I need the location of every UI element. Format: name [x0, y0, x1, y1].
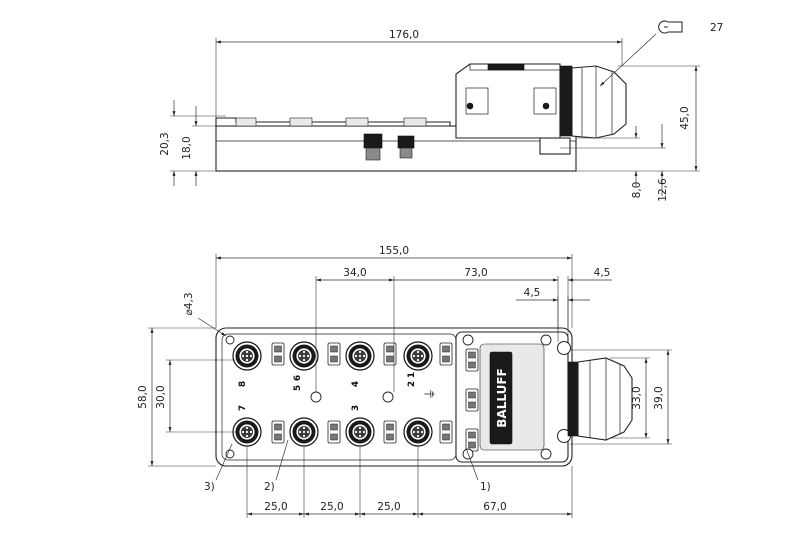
dim-34: 34,0	[343, 267, 366, 279]
dim-20-3: 20,3	[159, 132, 171, 155]
callout-2: 2)	[264, 481, 275, 493]
dim-pitch-2: 25,0	[320, 501, 343, 513]
housing-side	[455, 63, 571, 155]
callout-3: 3)	[204, 481, 215, 493]
dim-58: 58,0	[137, 385, 149, 408]
dim-73: 73,0	[464, 267, 487, 279]
dim-4-5-right: 4,5	[594, 267, 611, 279]
dim-155: 155,0	[379, 245, 409, 257]
ground-icon: ⏚	[423, 388, 437, 400]
port-label-8: 8	[238, 381, 248, 387]
dim-pitch-1: 25,0	[264, 501, 287, 513]
dim-pitch-3: 25,0	[377, 501, 400, 513]
center-leds	[465, 348, 479, 452]
port-label-3: 3	[351, 405, 361, 411]
mounting-holes	[225, 334, 571, 460]
dim-4-5-left: 4,5	[524, 287, 541, 299]
wrench-size-label: 27	[710, 22, 723, 34]
dim-176: 176,0	[389, 29, 419, 41]
dim-hole-diameter: ⌀4,3	[183, 292, 195, 315]
port-label-7: 7	[238, 405, 248, 411]
wrench-icon	[658, 20, 683, 34]
cable-gland-plan	[567, 357, 633, 441]
port-label-6: 6	[293, 375, 303, 381]
dim-39: 39,0	[653, 386, 665, 409]
dim-33: 33,0	[631, 386, 643, 409]
side-view: 176,0 27 45,0 8,0 12,6 20,3 18,	[159, 20, 723, 202]
plan-view: BALLUFF	[137, 245, 672, 518]
dim-12-6: 12,6	[657, 178, 669, 202]
callout-1: 1)	[480, 481, 491, 493]
dim-8: 8,0	[631, 182, 643, 199]
port-label-2: 2	[407, 381, 417, 387]
brand-label: BALLUFF	[495, 368, 509, 427]
connector-caps-side	[235, 117, 427, 161]
dim-30: 30,0	[155, 385, 167, 408]
cable-gland-side	[559, 65, 627, 139]
dim-67: 67,0	[483, 501, 506, 513]
port-label-1: 1	[407, 372, 417, 378]
port-label-5: 5	[293, 385, 303, 391]
dim-45: 45,0	[679, 106, 691, 129]
dim-18: 18,0	[181, 136, 193, 159]
port-label-4: 4	[351, 381, 361, 387]
